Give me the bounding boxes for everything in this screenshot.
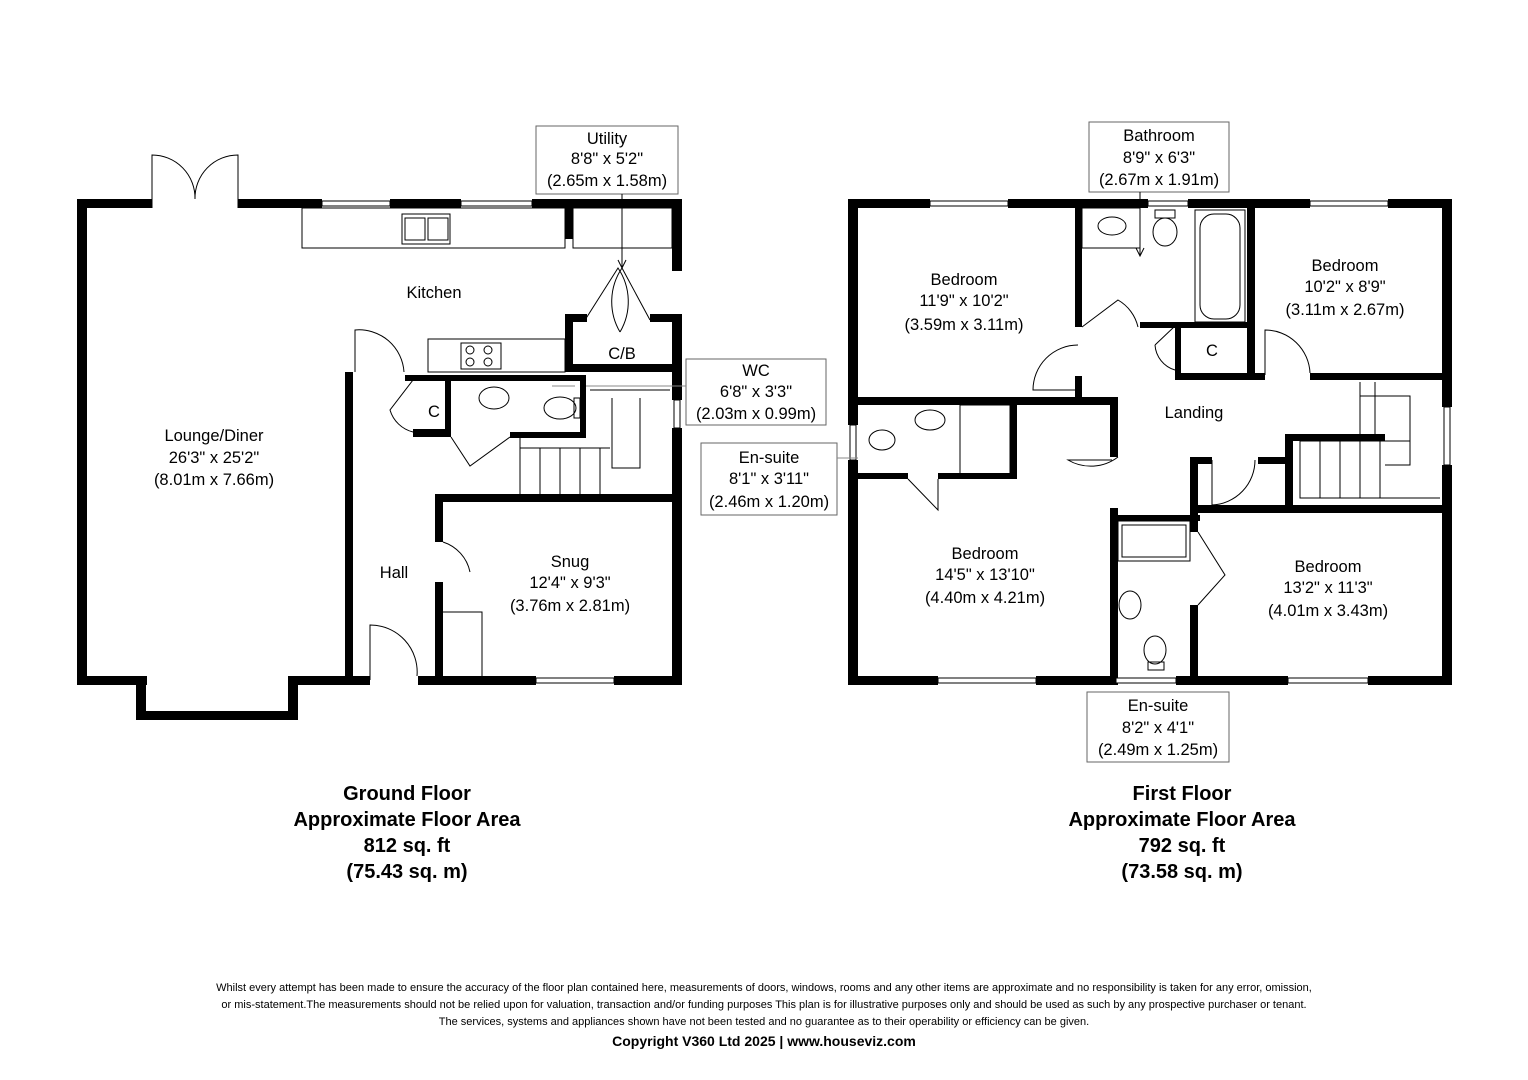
disclaimer-line-1: Whilst every attempt has been made to en… bbox=[216, 982, 1312, 994]
utility-callout bbox=[535, 125, 679, 195]
landing-name: Landing bbox=[1165, 404, 1224, 422]
first-floor-labels: Bathroom 8'9" x 6'3" (2.67m x 1.91m) Bed… bbox=[709, 127, 1405, 883]
ensuite-w-name: En-suite bbox=[739, 449, 800, 467]
utility-name: Utility bbox=[587, 130, 628, 148]
bedroom-ne-name: Bedroom bbox=[1312, 257, 1379, 275]
wc-size-imperial: 6'8" x 3'3" bbox=[720, 383, 792, 401]
bedroom-sw-size-imperial: 14'5" x 13'10" bbox=[935, 566, 1035, 584]
lounge-size-imperial: 26'3" x 25'2" bbox=[169, 449, 260, 467]
bedroom-se-size-metric: (4.01m x 3.43m) bbox=[1268, 602, 1388, 620]
cb-name: C/B bbox=[608, 345, 636, 363]
ensuite-south-callout bbox=[1086, 691, 1230, 763]
bathroom-size-imperial: 8'9" x 6'3" bbox=[1123, 149, 1195, 167]
ground-floor-area-sqft: 812 sq. ft bbox=[364, 835, 451, 857]
bedroom-ne-size-imperial: 10'2" x 8'9" bbox=[1304, 278, 1385, 296]
ensuite-s-size-metric: (2.49m x 1.25m) bbox=[1098, 741, 1218, 759]
ground-floor-fixtures bbox=[301, 207, 673, 676]
bedroom-se-size-imperial: 13'2" x 11'3" bbox=[1283, 579, 1372, 597]
bathroom-callout bbox=[1088, 121, 1230, 193]
utility-size-metric: (2.65m x 1.58m) bbox=[547, 172, 667, 190]
copyright-notice: Copyright V360 Ltd 2025 | www.houseviz.c… bbox=[612, 1033, 916, 1049]
snug-size-imperial: 12'4" x 9'3" bbox=[529, 574, 610, 592]
hall-name: Hall bbox=[380, 564, 408, 582]
ground-floor-walls bbox=[77, 199, 682, 720]
snug-name: Snug bbox=[551, 553, 590, 571]
ground-floor-title: Ground Floor bbox=[343, 783, 471, 805]
first-floor-plan bbox=[848, 199, 1452, 685]
wc-name: WC bbox=[742, 362, 770, 380]
first-floor-area-sqft: 792 sq. ft bbox=[1139, 835, 1226, 857]
first-floor-area-sqm: (73.58 sq. m) bbox=[1121, 861, 1242, 883]
ensuite-s-name: En-suite bbox=[1128, 697, 1189, 715]
bathroom-size-metric: (2.67m x 1.91m) bbox=[1099, 171, 1219, 189]
bedroom-se-name: Bedroom bbox=[1295, 558, 1362, 576]
ground-floor-area-label: Approximate Floor Area bbox=[293, 809, 521, 831]
ground-floor-labels: Utility 8'8" x 5'2" (2.65m x 1.58m) Kitc… bbox=[154, 130, 816, 883]
ensuite-w-size-imperial: 8'1" x 3'11" bbox=[729, 470, 809, 488]
utility-size-imperial: 8'8" x 5'2" bbox=[571, 150, 643, 168]
first-floor-fixtures bbox=[868, 207, 1440, 671]
ensuite-w-size-metric: (2.46m x 1.20m) bbox=[709, 493, 829, 511]
first-floor-walls bbox=[848, 199, 1452, 685]
cupboard-name: C bbox=[428, 403, 440, 421]
bedroom-nw-size-metric: (3.59m x 3.11m) bbox=[905, 316, 1024, 334]
wc-size-metric: (2.03m x 0.99m) bbox=[696, 405, 816, 423]
ground-floor-area-sqm: (75.43 sq. m) bbox=[346, 861, 467, 883]
ground-floor-plan bbox=[77, 154, 682, 720]
ground-floor-windows bbox=[321, 200, 681, 684]
first-floor-windows bbox=[849, 200, 1451, 684]
wc-callout bbox=[685, 358, 827, 426]
disclaimer: Whilst every attempt has been made to en… bbox=[60, 980, 1468, 1051]
ensuite-west-callout bbox=[700, 442, 838, 516]
first-cupboard-name: C bbox=[1206, 342, 1218, 360]
bedroom-ne-size-metric: (3.11m x 2.67m) bbox=[1286, 301, 1405, 319]
disclaimer-line-3: The services, systems and appliances sho… bbox=[438, 1016, 1090, 1028]
disclaimer-line-2: or mis-statement.The measurements should… bbox=[221, 999, 1307, 1011]
bathroom-name: Bathroom bbox=[1123, 127, 1195, 145]
callouts bbox=[535, 121, 1230, 763]
lounge-name: Lounge/Diner bbox=[164, 427, 264, 445]
bedroom-nw-size-imperial: 11'9" x 10'2" bbox=[919, 292, 1008, 310]
snug-size-metric: (3.76m x 2.81m) bbox=[510, 597, 630, 615]
first-floor-title: First Floor bbox=[1133, 783, 1232, 805]
bedroom-sw-name: Bedroom bbox=[952, 545, 1019, 563]
lounge-size-metric: (8.01m x 7.66m) bbox=[154, 471, 274, 489]
bedroom-nw-name: Bedroom bbox=[931, 271, 998, 289]
first-floor-area-label: Approximate Floor Area bbox=[1068, 809, 1296, 831]
bedroom-sw-size-metric: (4.40m x 4.21m) bbox=[925, 589, 1045, 607]
ground-floor-doors bbox=[151, 154, 651, 680]
first-floor-doors bbox=[907, 299, 1311, 606]
ensuite-s-size-imperial: 8'2" x 4'1" bbox=[1122, 719, 1194, 737]
kitchen-name: Kitchen bbox=[406, 284, 461, 302]
